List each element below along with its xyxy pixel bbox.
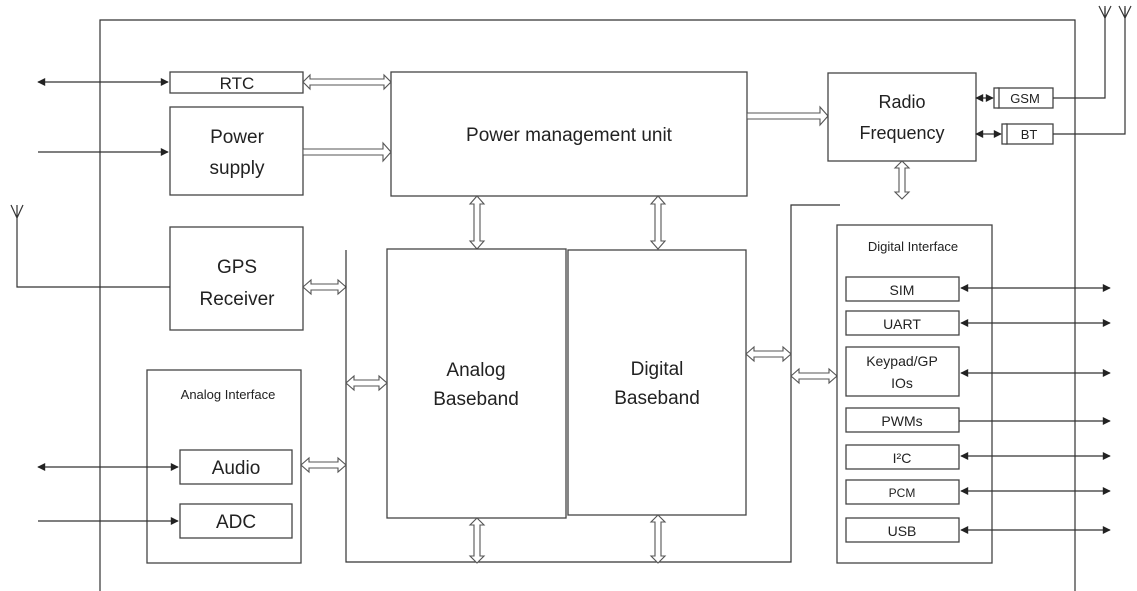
analog-baseband-label-1: Analog — [446, 360, 505, 381]
power-supply-label-2: supply — [210, 158, 265, 179]
sim-box — [845, 276, 960, 302]
gsm-box-inner — [993, 87, 1000, 109]
rtc-pmu-double-arrow — [302, 73, 392, 91]
power-management-unit-label: Power management unit — [466, 125, 673, 146]
gps-antenna-wire — [16, 220, 170, 288]
rf-bus-double-arrow — [893, 160, 911, 200]
gsm-antenna-wire — [1053, 8, 1106, 99]
gsm-antenna-icon — [1098, 5, 1112, 20]
usb-box — [845, 517, 960, 543]
bt-box-inner — [1001, 123, 1008, 145]
usb-label: USB — [888, 523, 917, 539]
bt-label: BT — [1021, 127, 1038, 142]
pwms-box — [845, 407, 960, 433]
gps-receiver-label-1: GPS — [217, 257, 257, 278]
i2c-box — [845, 444, 960, 470]
keypad-gpios-label-1: Keypad/GP — [866, 353, 938, 369]
analog-baseband-box — [386, 248, 567, 519]
audio-box — [179, 449, 293, 485]
pmu-analog-baseband-arrow — [468, 195, 486, 250]
adc-label: ADC — [216, 512, 256, 533]
power-supply-box — [169, 106, 304, 196]
analog-baseband-bottom-arrow — [468, 517, 486, 564]
uart-box — [845, 310, 960, 336]
audio-label: Audio — [212, 458, 261, 479]
pcm-label: PCM — [889, 486, 916, 500]
pmu-digital-baseband-arrow — [649, 195, 667, 250]
bus-digital-interface-arrow — [790, 367, 838, 385]
pcm-box — [845, 479, 960, 505]
gps-bus-double-arrow — [302, 278, 347, 296]
bt-antenna-wire — [1053, 8, 1126, 135]
bt-antenna-icon — [1118, 5, 1132, 20]
analog-baseband-label-2: Baseband — [433, 389, 519, 410]
pmu-radio-arrow — [746, 105, 829, 127]
adc-box — [179, 503, 293, 539]
digital-baseband-label-2: Baseband — [614, 388, 700, 409]
power-management-unit-box — [390, 71, 748, 197]
left-bus-line — [345, 204, 840, 563]
digital-interface-title: Digital Interface — [868, 239, 958, 254]
gsm-label: GSM — [1010, 91, 1040, 106]
analog-interface-bus-arrow — [300, 456, 347, 474]
keypad-gpios-label-2: IOs — [891, 375, 913, 391]
gps-antenna-icon — [10, 204, 24, 220]
radio-frequency-box — [827, 72, 977, 162]
digital-baseband-bottom-arrow — [649, 514, 667, 564]
power-supply-label-1: Power — [210, 127, 265, 148]
rtc-label: RTC — [220, 74, 255, 93]
gps-receiver-label-2: Receiver — [200, 289, 276, 310]
radio-frequency-label-2: Frequency — [859, 123, 944, 143]
keypad-gpios-box — [845, 346, 960, 397]
bus-analog-baseband-arrow — [345, 374, 388, 392]
analog-interface-title: Analog Interface — [181, 387, 276, 402]
digital-baseband-box — [567, 249, 747, 516]
power-supply-pmu-arrow — [302, 141, 392, 163]
sim-label: SIM — [890, 282, 915, 298]
digital-baseband-label-1: Digital — [631, 359, 684, 380]
digital-baseband-bus-arrow — [745, 345, 792, 363]
i2c-label: I²C — [893, 450, 912, 466]
uart-label: UART — [883, 316, 921, 332]
radio-frequency-label-1: Radio — [878, 92, 925, 112]
outer-enclosure — [99, 19, 1076, 591]
gps-receiver-box — [169, 226, 304, 331]
pwms-label: PWMs — [881, 413, 922, 429]
